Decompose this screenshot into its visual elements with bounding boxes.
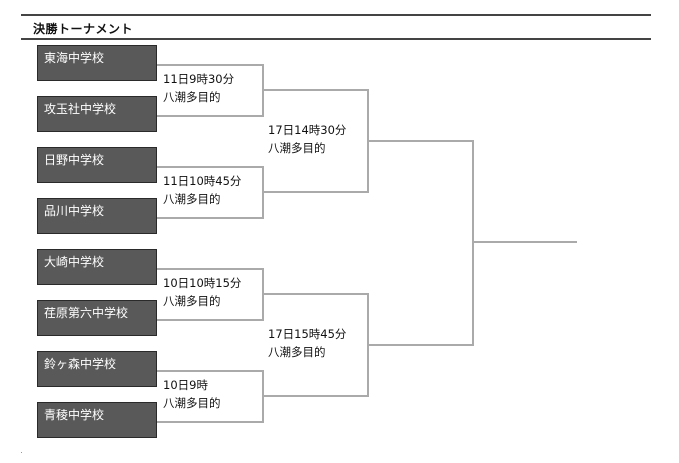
match-venue: 八潮多目的: [268, 141, 326, 155]
match-time: 17日14時30分: [268, 123, 347, 137]
team-2: 攻玉社中学校: [37, 96, 157, 132]
match-r1-1: 11日9時30分 八潮多目的: [163, 70, 234, 106]
match-time: 11日9時30分: [163, 72, 235, 86]
team-3: 日野中学校: [37, 147, 157, 183]
team-5: 大崎中学校: [37, 249, 157, 285]
match-r1-2: 11日10時45分 八潮多目的: [163, 172, 241, 208]
team-6: 荏原第六中学校: [37, 300, 157, 336]
match-venue: 八潮多目的: [163, 294, 221, 308]
team-1: 東海中学校: [37, 45, 157, 81]
match-r1-3: 10日10時15分 八潮多目的: [163, 274, 241, 310]
match-venue: 八潮多目的: [163, 90, 221, 104]
team-7: 鈴ヶ森中学校: [37, 351, 157, 387]
bracket-line-final: [368, 140, 474, 346]
team-4: 品川中学校: [37, 198, 157, 234]
match-time: 10日10時15分: [163, 276, 242, 290]
match-time: 10日9時: [163, 378, 208, 392]
match-sf-2: 17日15時45分 八潮多目的: [268, 325, 346, 361]
team-8: 青稜中学校: [37, 402, 157, 438]
corner-dot: [21, 452, 22, 453]
match-venue: 八潮多目的: [268, 345, 326, 359]
match-venue: 八潮多目的: [163, 396, 221, 410]
match-r1-4: 10日9時 八潮多目的: [163, 376, 221, 412]
match-time: 17日15時45分: [268, 327, 347, 341]
header-bar: 決勝トーナメント: [21, 14, 651, 40]
match-venue: 八潮多目的: [163, 192, 221, 206]
page-title: 決勝トーナメント: [33, 22, 134, 36]
match-time: 11日10時45分: [163, 174, 242, 188]
match-sf-1: 17日14時30分 八潮多目的: [268, 121, 346, 157]
